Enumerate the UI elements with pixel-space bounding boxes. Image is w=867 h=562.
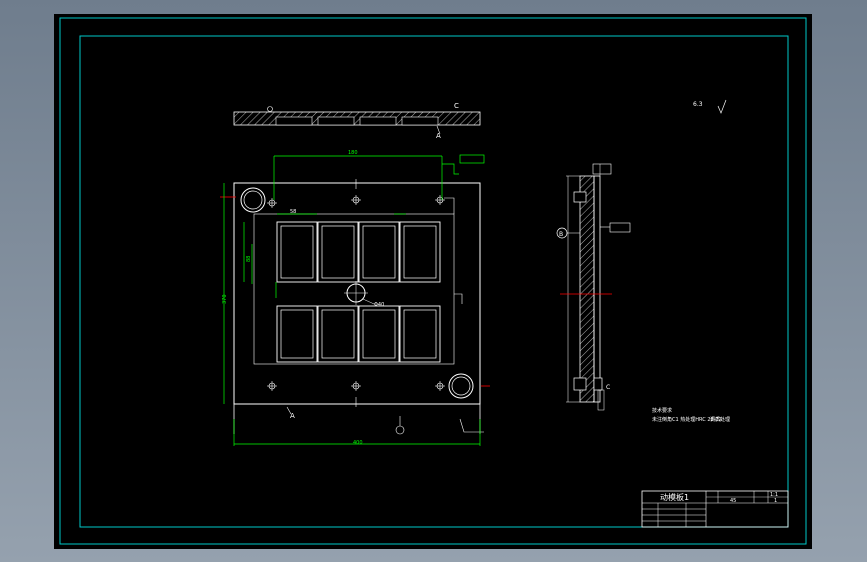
title-block: 动模板1 45 1:1 1	[641, 490, 789, 528]
center-hole: Φ40	[344, 281, 384, 308]
svg-text:58: 58	[290, 209, 296, 215]
dimension-lines	[223, 154, 485, 446]
guide-bush-bottom-right	[448, 373, 474, 399]
svg-text:88: 88	[246, 256, 252, 262]
svg-text:370: 370	[222, 294, 228, 304]
pocket-row-top	[276, 221, 441, 283]
pocket-row-bottom	[276, 305, 441, 363]
top-section-label-c: C	[454, 102, 459, 110]
plan-section-label-a: A	[290, 412, 295, 420]
screw-holes	[267, 179, 445, 435]
side-section-label-b: B	[559, 231, 563, 238]
svg-text:6.3: 6.3	[693, 101, 703, 108]
outer-frame	[59, 17, 807, 545]
drawing-canvas[interactable]: A C 6.3	[54, 14, 812, 549]
roughness-symbol: 6.3	[693, 99, 727, 114]
dimension-texts: 180 400 370 58 88	[222, 150, 363, 446]
title-block-scale: 1:1	[770, 492, 778, 498]
top-section-label-a: A	[436, 132, 441, 140]
title-block-name: 动模板1	[660, 492, 689, 502]
top-section-view: A C	[233, 102, 481, 140]
svg-text:400: 400	[353, 440, 363, 446]
drawing-svg: A C 6.3	[59, 17, 807, 545]
inner-frame	[79, 35, 789, 528]
side-section-view: B C	[556, 163, 631, 411]
title-block-material: 45	[730, 498, 736, 504]
svg-text:180: 180	[348, 150, 358, 156]
guide-bush-top-left	[240, 187, 266, 213]
svg-text:调质处理: 调质处理	[710, 416, 730, 423]
svg-text:技术要求: 技术要求	[652, 407, 672, 414]
main-plan-view: Φ40 A	[220, 179, 490, 435]
title-block-sheet: 1	[774, 498, 777, 504]
side-section-label-c: C	[606, 384, 610, 391]
svg-text:Φ40: Φ40	[374, 302, 384, 308]
svg-text:未注倒角C1 热处理HRC 28-32: 未注倒角C1 热处理HRC 28-32	[652, 416, 722, 423]
technical-notes: 技术要求 未注倒角C1 热处理HRC 28-32 调质处理	[652, 407, 730, 423]
